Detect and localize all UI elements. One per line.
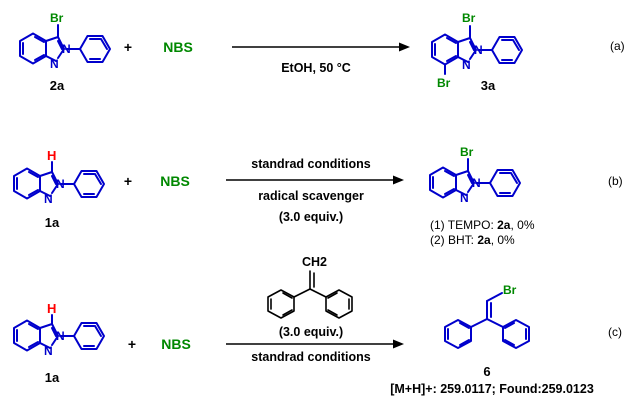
compound-label-2a: 2a xyxy=(50,78,65,93)
hrms-data: [M+H]+: 259.0117; Found:259.0123 xyxy=(390,382,594,396)
atom-br: Br xyxy=(50,11,64,25)
atom-n: N xyxy=(462,58,471,72)
compound-3a-structure xyxy=(431,25,523,75)
reaction-tag-b: (b) xyxy=(608,174,623,188)
conditions-b-equiv: (3.0 equiv.) xyxy=(279,210,343,224)
reaction-arrow-c xyxy=(226,339,404,349)
atom-br: Br xyxy=(462,11,476,25)
conditions-c: standrad conditions xyxy=(251,350,371,364)
atom-n: N xyxy=(474,43,483,57)
atom-n: N xyxy=(56,329,65,343)
compound-2a-structure xyxy=(19,24,111,65)
atom-n: N xyxy=(50,57,59,71)
compound-label-1a: 1a xyxy=(45,370,60,385)
atom-n: N xyxy=(460,191,469,205)
compound-1a-structure xyxy=(13,161,105,200)
atom-br: Br xyxy=(437,76,451,90)
reaction-arrow-a xyxy=(232,42,410,52)
reaction-tag-a: (a) xyxy=(610,39,625,53)
conditions-b-bottom: radical scavenger xyxy=(258,189,364,203)
atom-n: N xyxy=(62,42,71,56)
diphenylethylene-structure xyxy=(267,270,353,319)
compound-label-3a: 3a xyxy=(481,78,496,93)
plus-sign: + xyxy=(124,173,132,189)
atom-n: N xyxy=(44,344,53,358)
conditions-b-top: standrad conditions xyxy=(251,157,371,171)
reagent-nbs: NBS xyxy=(161,336,191,352)
plus-sign: + xyxy=(124,39,132,55)
atom-br: Br xyxy=(460,145,474,159)
atom-n: N xyxy=(56,177,65,191)
compound-1a-structure xyxy=(13,314,105,352)
reaction-tag-c: (c) xyxy=(608,325,622,339)
atom-n: N xyxy=(44,192,53,206)
reagent-nbs: NBS xyxy=(163,39,193,55)
scavenger-result-bht: (2) BHT: 2a, 0% xyxy=(430,233,515,247)
scavenger-result-tempo: (1) TEMPO: 2a, 0% xyxy=(430,218,535,232)
atom-n: N xyxy=(472,176,481,190)
compound-2a-product-structure xyxy=(429,158,521,199)
compound-label-6: 6 xyxy=(483,364,490,379)
reaction-arrow-b xyxy=(226,175,404,185)
compound-label-1a: 1a xyxy=(45,215,60,230)
atom-h: H xyxy=(47,148,56,163)
plus-sign: + xyxy=(128,336,136,352)
atom-br: Br xyxy=(503,283,517,297)
additive-equiv: (3.0 equiv.) xyxy=(279,325,343,339)
atom-h: H xyxy=(47,301,56,316)
compound-6-structure xyxy=(444,292,530,349)
atom-ch2: CH2 xyxy=(302,255,327,269)
conditions-a: EtOH, 50 °C xyxy=(281,61,351,75)
reagent-nbs: NBS xyxy=(160,173,190,189)
